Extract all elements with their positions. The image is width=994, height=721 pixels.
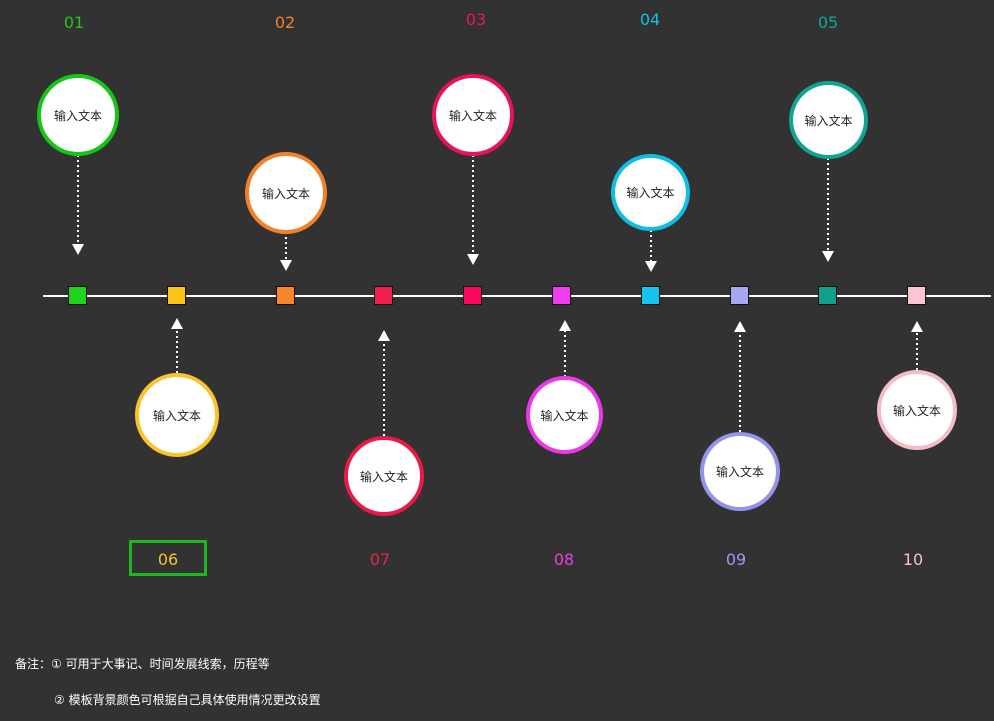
bottom-number-06: 06 [157,550,179,569]
node-circle-07[interactable]: 输入文本 [344,436,424,516]
connector-04 [645,230,657,272]
selection-box[interactable] [129,540,207,576]
top-number-01: 01 [63,13,85,32]
node-circle-02[interactable]: 输入文本 [245,152,327,234]
connector-08 [559,320,571,377]
top-number-03: 03 [465,10,487,29]
arrow-down-icon [280,260,292,271]
bottom-number-09: 09 [725,550,747,569]
connector-02 [280,232,292,271]
connector-06 [171,318,183,373]
note-line-2: ② 模板背景颜色可根据自己具体使用情况更改设置 [54,693,321,707]
arrow-down-icon [467,254,479,265]
top-number-05: 05 [817,13,839,32]
connector-07 [378,330,390,436]
top-number-02: 02 [274,13,296,32]
node-circle-01[interactable]: 输入文本 [37,74,119,156]
timeline-marker-02[interactable] [167,286,186,305]
node-circle-05[interactable]: 输入文本 [789,81,868,159]
connector-05 [822,158,834,262]
arrow-down-icon [822,251,834,262]
timeline-marker-04[interactable] [374,286,393,305]
connector-09 [734,321,746,432]
arrow-down-icon [72,244,84,255]
arrow-up-icon [378,330,390,341]
bottom-number-07: 07 [369,550,391,569]
timeline-marker-03[interactable] [276,286,295,305]
bottom-number-10: 10 [902,550,924,569]
timeline-marker-06[interactable] [552,286,571,305]
timeline-marker-07[interactable] [641,286,660,305]
top-number-04: 04 [639,10,661,29]
arrow-up-icon [734,321,746,332]
node-circle-10[interactable]: 输入文本 [877,370,957,450]
note-line-1: 备注：① 可用于大事记、时间发展线索，历程等 [15,657,270,671]
node-circle-03[interactable]: 输入文本 [432,74,514,156]
timeline-marker-09[interactable] [818,286,837,305]
arrow-up-icon [171,318,183,329]
node-circle-09[interactable]: 输入文本 [700,432,780,511]
node-circle-04[interactable]: 输入文本 [611,154,690,231]
timeline-marker-05[interactable] [463,286,482,305]
bottom-number-08: 08 [553,550,575,569]
connector-10 [911,321,923,370]
node-circle-08[interactable]: 输入文本 [526,376,603,454]
arrow-up-icon [911,321,923,332]
arrow-down-icon [645,261,657,272]
connector-01 [72,155,84,255]
timeline-marker-01[interactable] [68,286,87,305]
connector-03 [467,155,479,265]
arrow-up-icon [559,320,571,331]
node-circle-06[interactable]: 输入文本 [135,373,219,457]
timeline-axis [43,295,991,297]
timeline-marker-08[interactable] [730,286,749,305]
timeline-marker-10[interactable] [907,286,926,305]
